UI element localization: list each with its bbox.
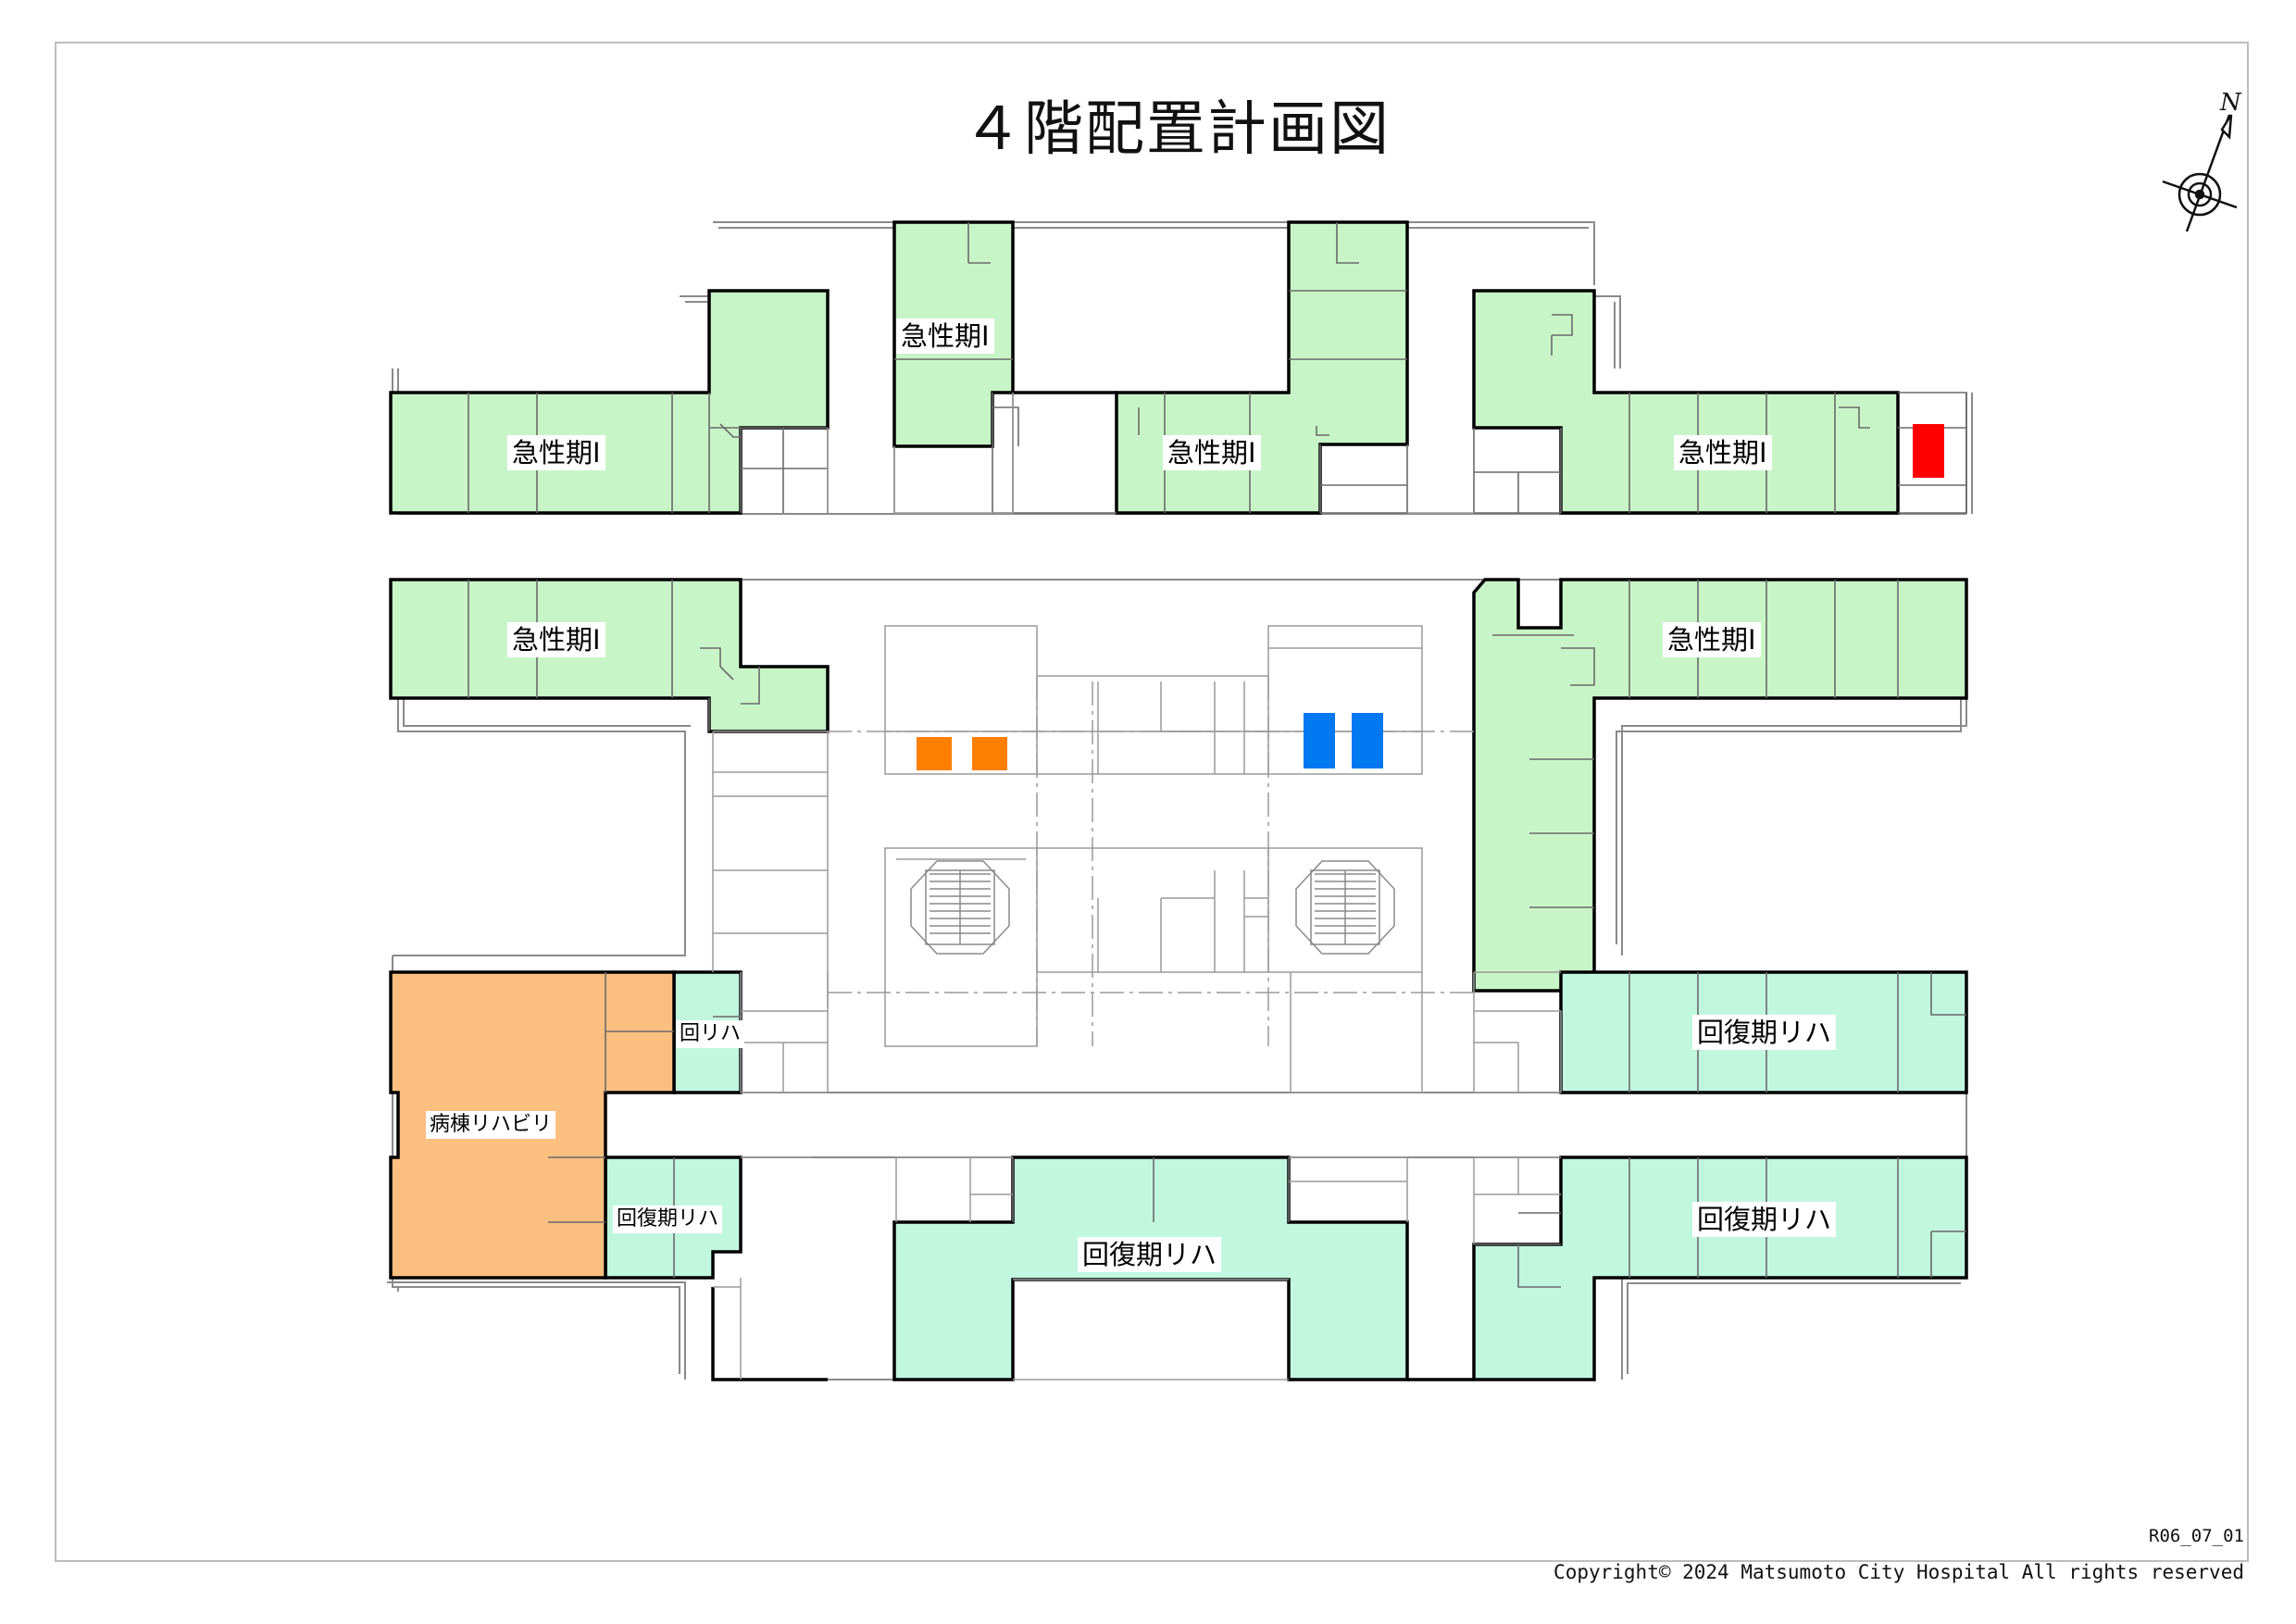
zone-label-rehab-s-center: 回復期リハ [1078,1237,1222,1272]
room-divisions [468,222,1967,1288]
core-details [712,393,1562,1380]
blue-marker-1 [1304,713,1335,768]
zone-label-rehab-e-lower: 回復期リハ [1692,1202,1837,1237]
blue-marker-2 [1352,713,1383,768]
acute-zones [389,220,1968,993]
compass-icon [2162,114,2238,232]
zone-label-rehab-small: 回リハ [676,1020,745,1048]
north-label: N [2220,89,2241,117]
zone-label-acute-ne-top: 急性期Ⅰ [1674,435,1772,470]
drawing-code: R06_07_01 [2149,1526,2244,1546]
sheet-border [55,42,2249,1562]
thick-walls [711,391,1474,1381]
zone-label-acute-nw-top: 急性期Ⅰ [507,435,605,470]
page-title: ４階配置計画図 [963,95,1391,164]
zone-label-acute-n-left: 急性期Ⅰ [896,319,994,354]
orange-marker-2 [972,737,1007,770]
zone-label-acute-nw-low: 急性期Ⅰ [507,622,605,657]
zone-label-rehab-sw: 回復期リハ [613,1206,723,1233]
copyright-text: Copyright© 2024 Matsumoto City Hospital … [1554,1561,2244,1583]
zone-label-acute-n-center: 急性期Ⅰ [1163,435,1261,470]
zone-label-rehab-e-upper: 回復期リハ [1692,1015,1837,1050]
zone-label-ward-rehab: 病棟リハビリ [426,1111,556,1139]
red-marker [1913,424,1944,478]
orange-marker-1 [917,737,952,770]
stairs [910,860,1395,955]
zone-label-acute-ne-low: 急性期Ⅰ [1663,622,1761,657]
